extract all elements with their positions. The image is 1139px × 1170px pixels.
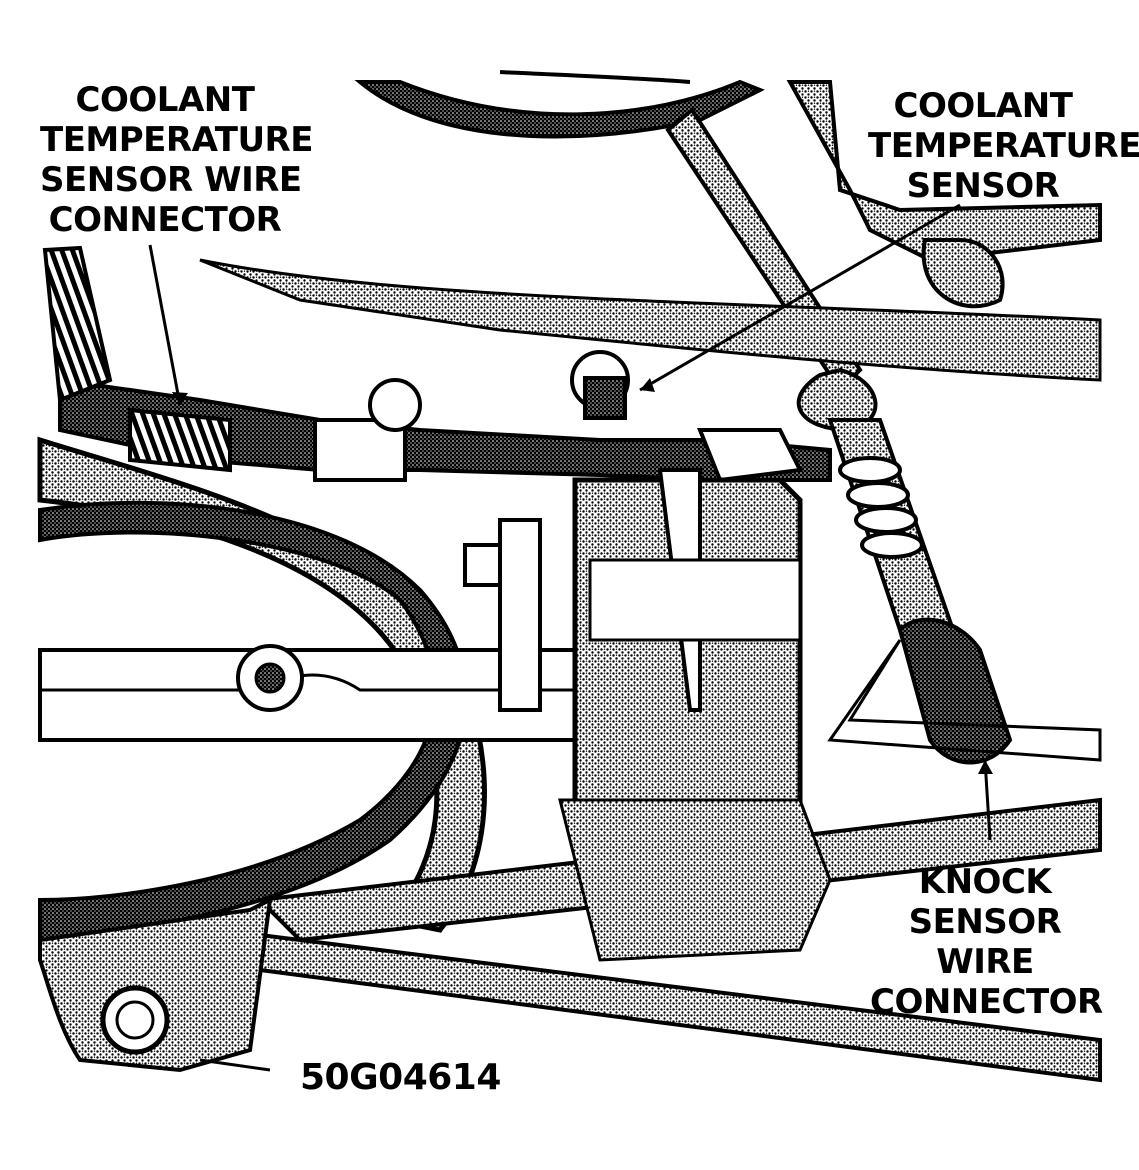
figure-code: 50G04614 [300, 1057, 501, 1098]
knock-sensor-connector [897, 617, 1013, 765]
upper-bracket [786, 80, 1102, 263]
lower-lug [38, 896, 273, 1073]
coolant-temperature-sensor-callout: COOLANT TEMPERATURE SENSOR [868, 86, 1139, 206]
upper-housing-arc [354, 79, 765, 139]
coolant-sensor-body [583, 376, 627, 420]
knock-sensor-wire-connector-callout: KNOCK SENSOR WIRE CONNECTOR [870, 862, 1103, 1022]
coolant-temperature-sensor-wire-connector-callout: COOLANT TEMPERATURE SENSOR WIRE CONNECTO… [40, 80, 313, 240]
leader-lines [148, 203, 992, 1072]
rear-rail [199, 258, 1102, 382]
